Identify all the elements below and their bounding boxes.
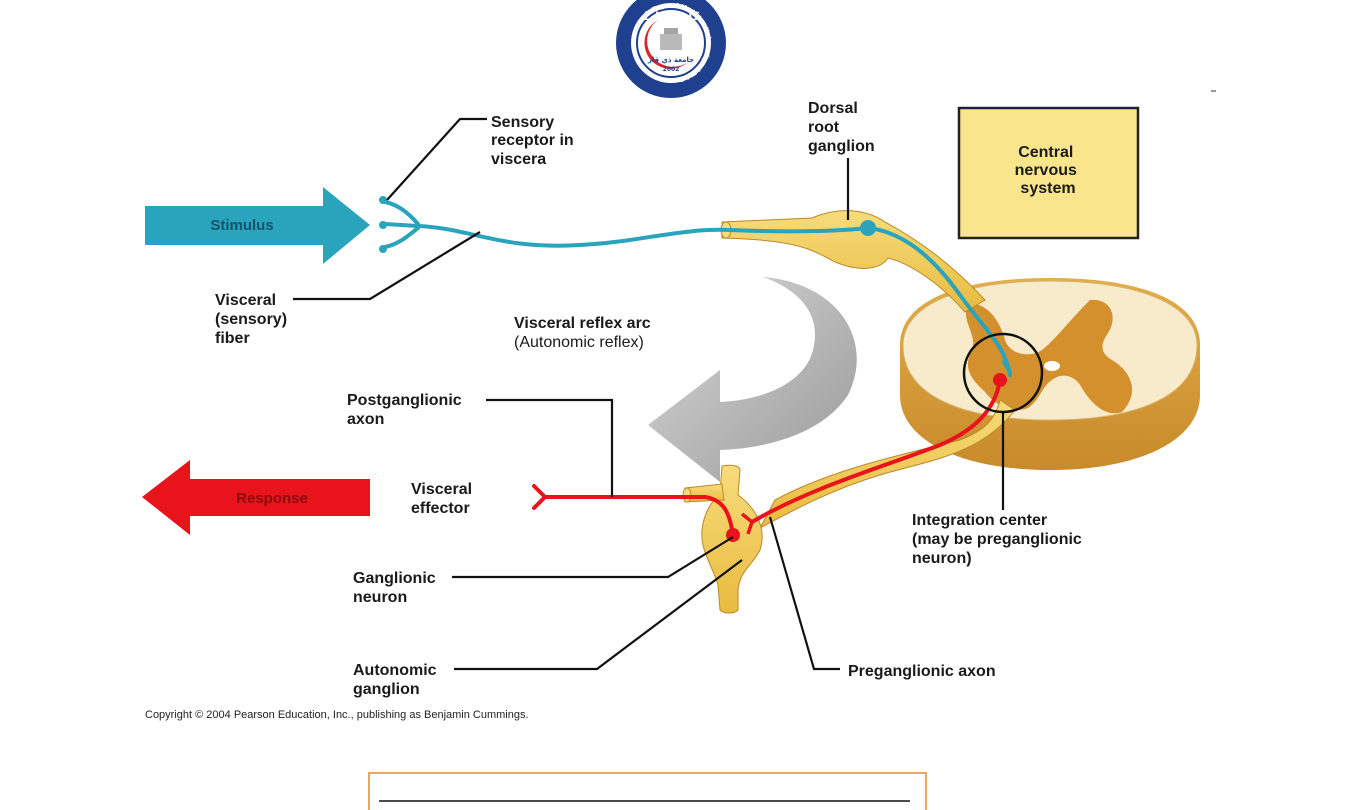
- label-visceral-effector: Visceral effector: [411, 481, 477, 517]
- logo-year: 2002: [663, 66, 680, 73]
- preganglionic-cell-body: [993, 373, 1007, 387]
- label-visceral-fiber: Visceral (sensory) fiber: [215, 292, 291, 347]
- cns-box: [957, 106, 1140, 240]
- label-autonomic-ganglion: Autonomic ganglion: [353, 662, 441, 698]
- copyright-text: Copyright © 2004 Pearson Education, Inc.…: [145, 709, 529, 721]
- sensory-cell-body: [860, 220, 876, 236]
- logo-inner-text: جامعة ذي قار: [647, 56, 694, 64]
- stimulus-arrow: Stimulus: [145, 187, 370, 264]
- leader-visceral-fiber: [293, 231, 481, 301]
- reflex-direction-arrow: [648, 277, 857, 482]
- leader-postganglionic: [486, 398, 614, 497]
- response-label: Response: [236, 490, 308, 507]
- grey-matter: [965, 299, 1133, 414]
- logo-top-text: كلية الطب: [643, 10, 700, 23]
- autonomic-ganglion: [682, 464, 763, 614]
- preganglionic-neuron: [750, 378, 1002, 524]
- stimulus-label: Stimulus: [210, 217, 273, 234]
- college-logo: كلية الطب جامعة ذي قار 2002 College of M…: [616, 0, 726, 98]
- label-sensory-receptor: Sensory receptor in viscera: [491, 114, 578, 168]
- label-integration-center: Integration center (may be preganglionic…: [912, 512, 1086, 567]
- label-postganglionic-axon: Postganglionic axon: [347, 392, 466, 428]
- central-canal: [1044, 361, 1060, 371]
- label-dorsal-root-ganglion: Dorsal root ganglion: [808, 100, 875, 155]
- dorsal-root: [720, 210, 986, 313]
- cns-box-label: Central nervous system: [1015, 144, 1082, 197]
- response-arrow: Response: [142, 460, 370, 535]
- label-ganglionic-neuron: Ganglionic neuron: [353, 570, 440, 606]
- leader-autonomic-ganglion: [454, 559, 743, 671]
- leader-sensory-receptor: [386, 117, 487, 201]
- footer-box: [368, 772, 927, 810]
- logo-building: [660, 34, 682, 50]
- leader-ganglionic-neuron: [452, 536, 734, 579]
- sensory-neuron: [383, 200, 1012, 377]
- diagram-title: Visceral reflex arc (Autonomic reflex): [514, 315, 655, 351]
- leader-preganglionic-axon: [768, 516, 840, 671]
- label-preganglionic-axon: Preganglionic axon: [848, 663, 996, 680]
